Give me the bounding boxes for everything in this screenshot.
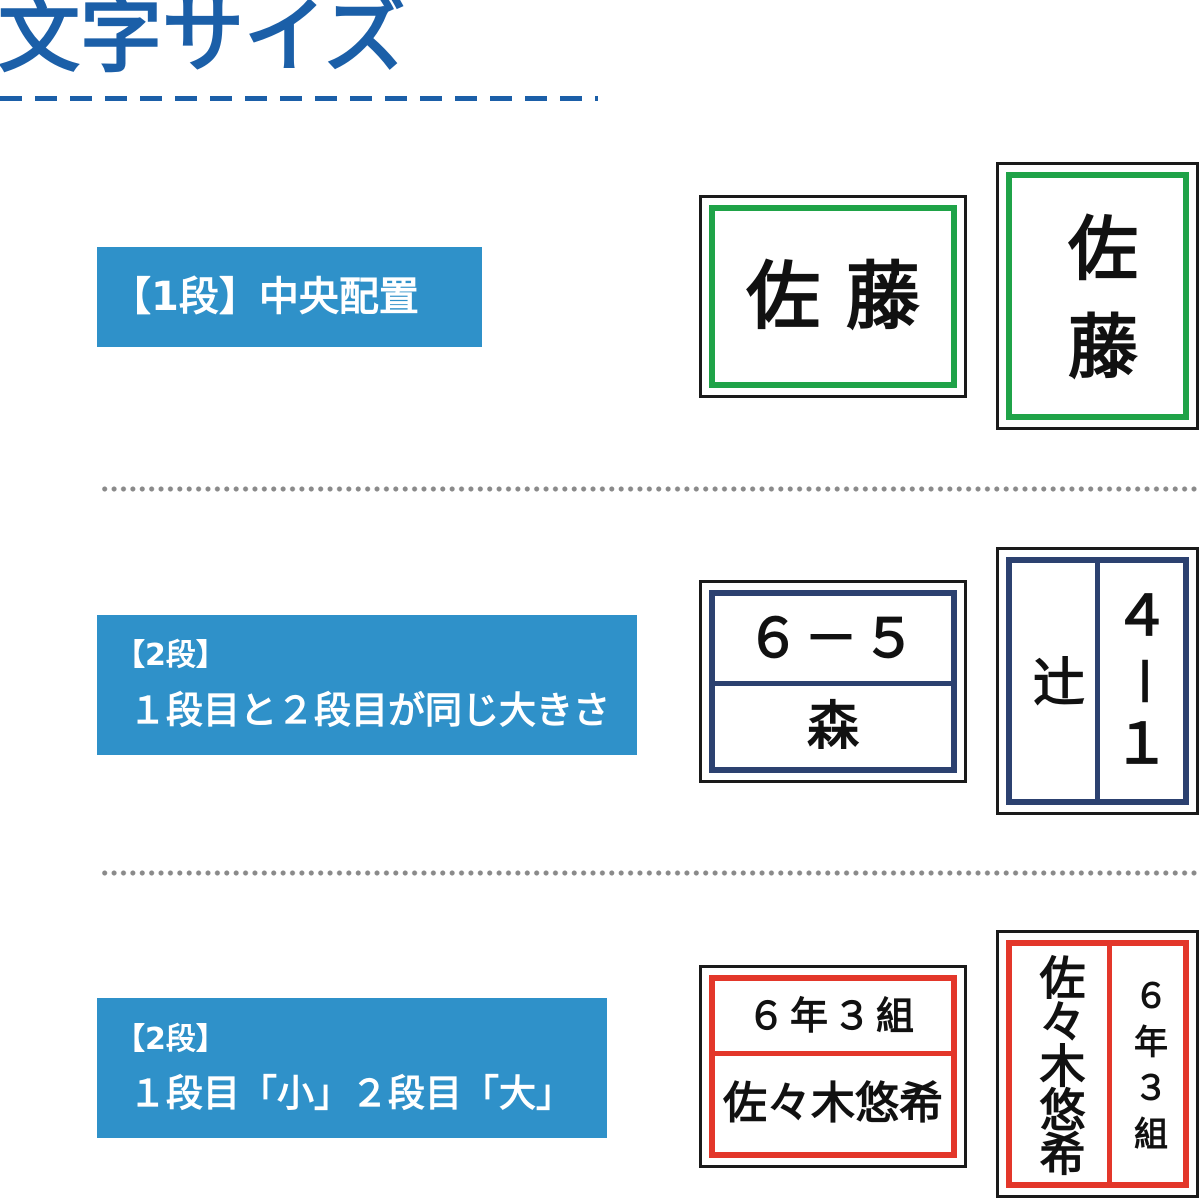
row1-label: 【1段】中央配置 [97,247,482,347]
title-dashed-underline [0,96,598,101]
row2-vertical-tag-right-char: － [1109,653,1175,709]
row2-horizontal-tag-bottom-text: 森 [806,696,859,757]
row3-label: 【2段】 １段目「小」２段目「大」 [97,998,607,1138]
row1-label-text: 【1段】中央配置 [111,274,419,320]
row3-vertical-tag-right-section: ６年３組 [1112,946,1183,1182]
row2-horizontal-tag-frame: ６－５ 森 [709,590,957,773]
row2-vertical-tag-left-section: 辻 [1012,563,1100,799]
row2-vertical-tag-left-text: 辻 [1023,655,1084,707]
row2-label-description: １段目と２段目が同じ大きさ [129,689,610,732]
row3-horizontal-tag-bottom-section: 佐々木悠希 [715,1056,951,1152]
row3-horizontal-tag-frame: ６年３組 佐々木悠希 [709,975,957,1158]
row1-horizontal-tag-frame: 佐 藤 [709,205,957,388]
row3-vertical-tag-frame: 佐々木悠希 ６年３組 [1006,940,1189,1188]
row3-horizontal-tag-bottom-text: 佐々木悠希 [723,1078,943,1129]
row2-vertical-tag-right-char: ４ [1113,584,1170,649]
row2-vertical-tag-right-char: １ [1113,712,1170,777]
row3-vertical-tag-left-text: 佐々木悠希 [1032,954,1087,1174]
row3-vertical-tag: 佐々木悠希 ６年３組 [996,930,1199,1198]
row3-label-title: 【2段】 [115,1022,226,1057]
row1-vertical-tag: 佐藤 [996,162,1199,430]
row2-horizontal-tag-top-text: ６－５ [746,606,920,670]
row1-horizontal-tag-name: 佐 藤 [746,253,920,340]
row2-vertical-tag-frame: 辻 ４ － １ [1006,557,1189,805]
row2-label: 【2段】 １段目と２段目が同じ大きさ [97,615,637,755]
row1-vertical-tag-name: 佐藤 [1056,212,1139,408]
row3-horizontal-tag-top-section: ６年３組 [715,981,951,1056]
page-title: 文字サイズ [0,0,406,84]
row-separator-2 [100,870,1200,876]
row2-horizontal-tag: ６－５ 森 [699,580,967,783]
row2-label-title: 【2段】 [115,638,226,673]
row3-label-description: １段目「小」２段目「大」 [129,1072,573,1115]
row1-horizontal-tag: 佐 藤 [699,195,967,398]
row-separator-1 [100,486,1200,492]
row2-vertical-tag: 辻 ４ － １ [996,547,1199,815]
row2-horizontal-tag-top-section: ６－５ [715,596,951,686]
row3-horizontal-tag: ６年３組 佐々木悠希 [699,965,967,1168]
row3-vertical-tag-right-text: ６年３組 [1127,978,1168,1162]
row2-vertical-tag-right-section: ４ － １ [1100,563,1183,799]
row3-horizontal-tag-top-text: ６年３組 [746,994,919,1038]
row1-vertical-tag-frame: 佐藤 [1006,172,1189,420]
row3-vertical-tag-left-section: 佐々木悠希 [1012,946,1112,1182]
row2-horizontal-tag-bottom-section: 森 [715,686,951,767]
